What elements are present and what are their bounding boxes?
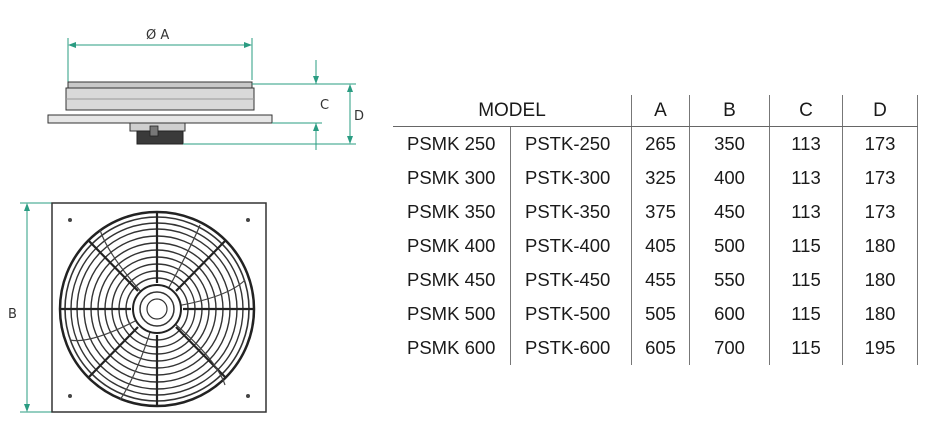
cell-b: 350 <box>689 126 770 161</box>
cell-d: 173 <box>842 126 918 161</box>
cell-a: 265 <box>631 126 690 161</box>
cell-d: 173 <box>842 161 918 195</box>
table-row: PSMK 450 PSTK-450 455 550 115 180 <box>393 263 918 297</box>
table-row: PSMK 400 PSTK-400 405 500 115 180 <box>393 229 918 263</box>
cell-psmk-model: PSMK 400 <box>393 229 511 263</box>
fan-front-view: B <box>8 202 267 413</box>
cell-psmk-model: PSMK 300 <box>393 161 511 195</box>
cell-pstk-model: PSTK-300 <box>510 161 632 195</box>
cell-a: 605 <box>631 331 690 365</box>
cell-pstk-model: PSTK-400 <box>510 229 632 263</box>
cell-c: 115 <box>769 331 843 365</box>
cell-pstk-model: PSTK-350 <box>510 195 632 229</box>
cell-pstk-model: PSTK-500 <box>510 297 632 331</box>
table-row: PSMK 600 PSTK-600 605 700 115 195 <box>393 331 918 365</box>
cell-psmk-model: PSMK 250 <box>393 126 511 161</box>
cell-a: 455 <box>631 263 690 297</box>
cell-c: 115 <box>769 263 843 297</box>
cell-b: 700 <box>689 331 770 365</box>
cell-psmk-model: PSMK 600 <box>393 331 511 365</box>
table-header-row: MODEL A B C D <box>393 95 918 127</box>
cell-pstk-model: PSTK-450 <box>510 263 632 297</box>
cell-b: 450 <box>689 195 770 229</box>
cell-d: 180 <box>842 263 918 297</box>
table-row: PSMK 250 PSTK-250 265 350 113 173 <box>393 126 918 161</box>
header-model: MODEL <box>393 95 632 127</box>
cell-pstk-model: PSTK-600 <box>510 331 632 365</box>
cell-a: 325 <box>631 161 690 195</box>
dimension-d-label: D <box>354 109 364 124</box>
table-row: PSMK 300 PSTK-300 325 400 113 173 <box>393 161 918 195</box>
cell-a: 505 <box>631 297 690 331</box>
cell-b: 500 <box>689 229 770 263</box>
header-d: D <box>842 95 918 127</box>
cell-d: 180 <box>842 229 918 263</box>
fan-technical-drawing: Ø A C D B <box>8 28 364 413</box>
cell-a: 405 <box>631 229 690 263</box>
cell-c: 113 <box>769 195 843 229</box>
fan-side-view: Ø A C D <box>47 28 364 150</box>
table-row: PSMK 500 PSTK-500 505 600 115 180 <box>393 297 918 331</box>
table-row: PSMK 350 PSTK-350 375 450 113 173 <box>393 195 918 229</box>
header-a: A <box>631 95 690 127</box>
cell-d: 195 <box>842 331 918 365</box>
cell-b: 600 <box>689 297 770 331</box>
cell-b: 400 <box>689 161 770 195</box>
cell-d: 173 <box>842 195 918 229</box>
cell-c: 115 <box>769 297 843 331</box>
cell-pstk-model: PSTK-250 <box>510 126 632 161</box>
cell-c: 113 <box>769 161 843 195</box>
header-c: C <box>769 95 843 127</box>
model-dimensions-table: MODEL A B C D PSMK 250 PSTK-250 265 350 … <box>393 95 918 365</box>
cell-psmk-model: PSMK 350 <box>393 195 511 229</box>
dimension-b-label: B <box>8 307 17 322</box>
cell-a: 375 <box>631 195 690 229</box>
dimension-c-label: C <box>320 98 329 113</box>
cell-d: 180 <box>842 297 918 331</box>
cell-psmk-model: PSMK 500 <box>393 297 511 331</box>
header-b: B <box>689 95 770 127</box>
cell-c: 113 <box>769 126 843 161</box>
cell-c: 115 <box>769 229 843 263</box>
cell-psmk-model: PSMK 450 <box>393 263 511 297</box>
dimension-a-label: Ø A <box>146 28 169 43</box>
cell-b: 550 <box>689 263 770 297</box>
